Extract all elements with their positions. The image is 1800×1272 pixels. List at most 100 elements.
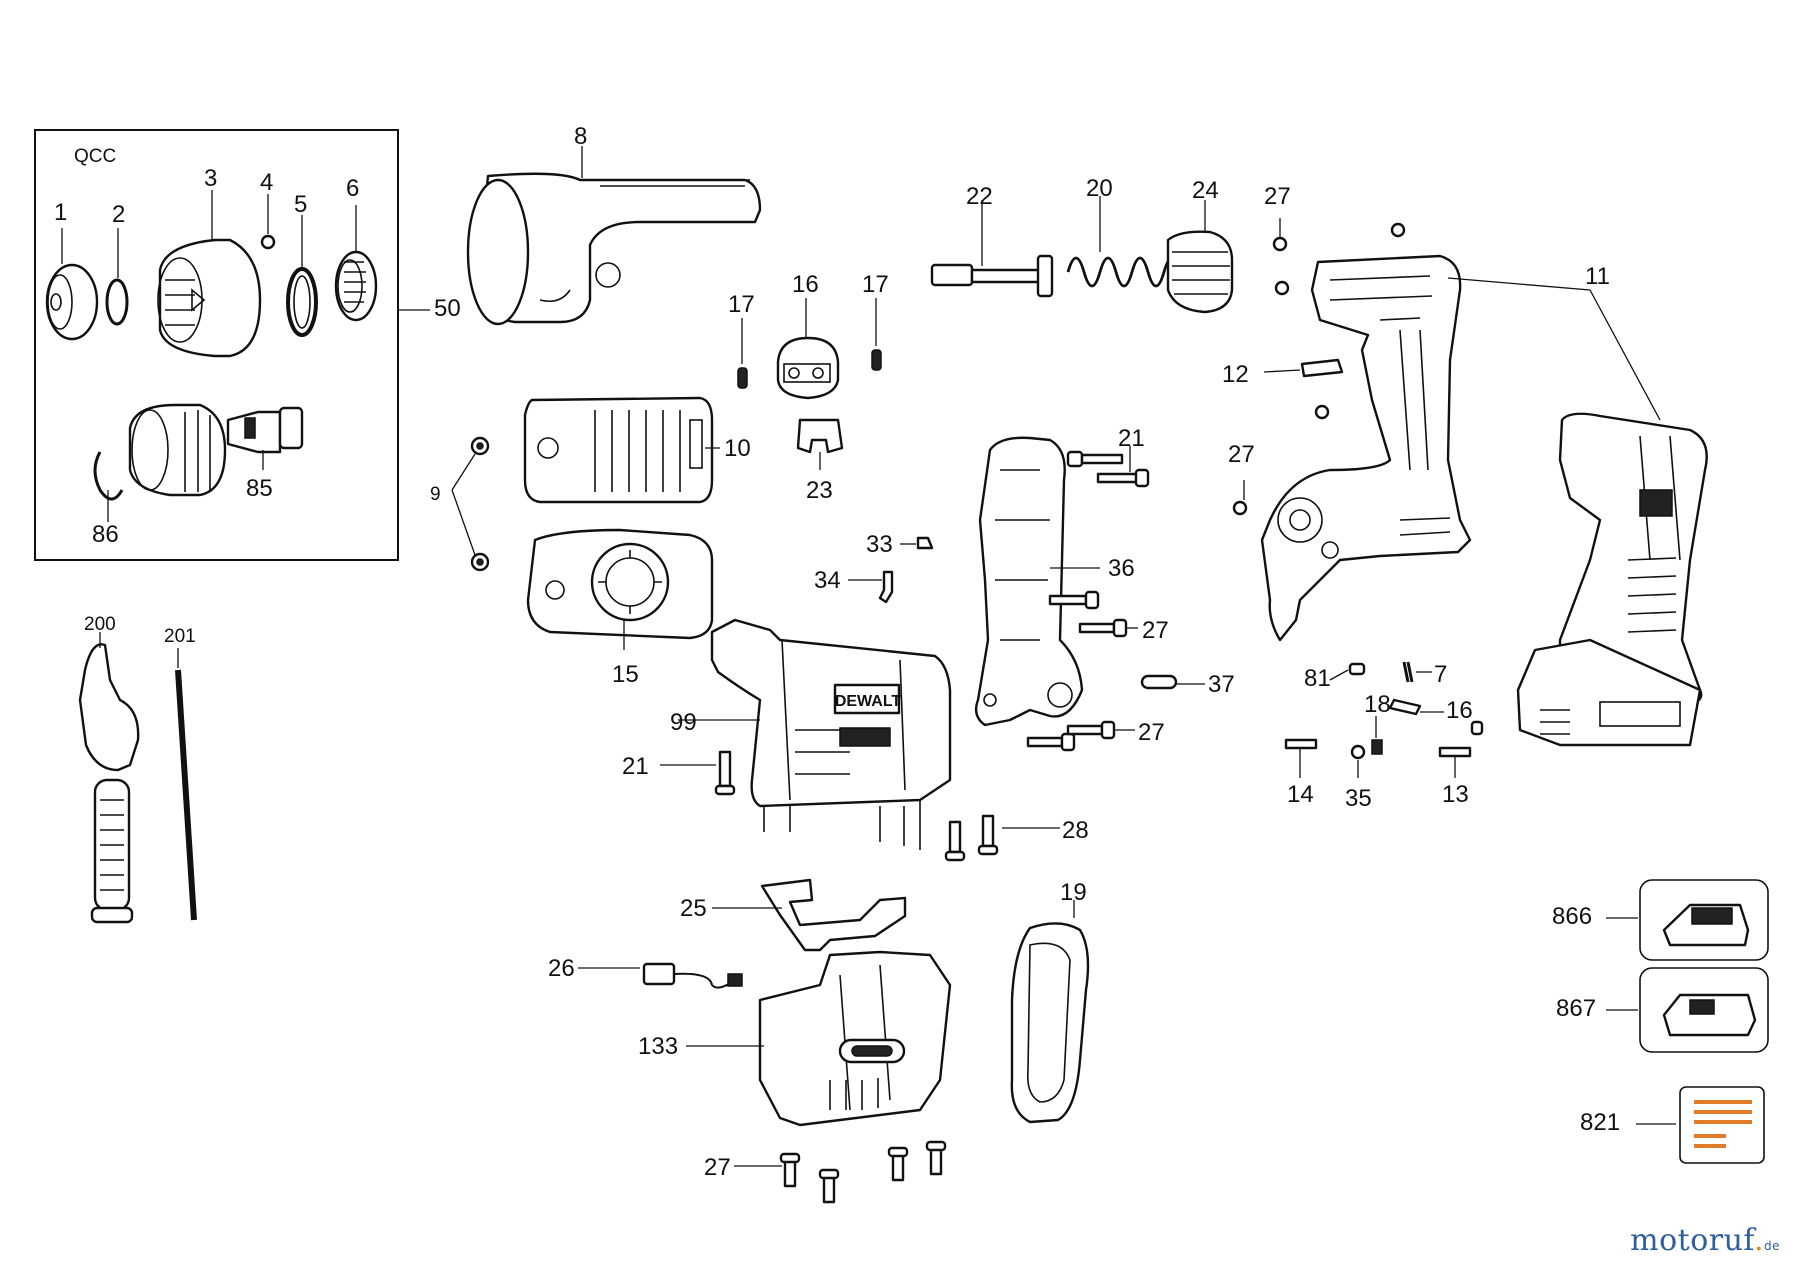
label-27-frame-lower: 27	[1138, 719, 1165, 746]
label-36: 36	[1108, 555, 1135, 582]
label-28: 28	[1062, 817, 1089, 844]
part-21-part-28-screws	[660, 750, 1060, 862]
brand-name: motoruf	[1630, 1223, 1754, 1258]
label-11: 11	[1585, 263, 1610, 290]
label-4: 4	[260, 169, 273, 196]
label-6: 6	[346, 175, 359, 202]
label-867: 867	[1556, 995, 1596, 1022]
part-11-housing-right	[1516, 289, 1708, 747]
part-27-screws-bottom	[734, 1140, 947, 1204]
label-27-bottom: 27	[704, 1154, 731, 1181]
part-15-selector	[526, 528, 714, 650]
part-821-manual	[1636, 1086, 1765, 1164]
part-22-rod	[930, 200, 1054, 298]
label-18: 18	[1364, 691, 1391, 718]
label-2: 2	[112, 201, 125, 228]
part-16-knob	[776, 298, 840, 400]
dewalt-logo: DEWALT	[835, 693, 902, 710]
part-37-pin	[1140, 674, 1205, 690]
part-1-cap	[45, 228, 99, 341]
part-4-ball	[260, 194, 276, 250]
label-16-pin: 16	[1446, 697, 1473, 724]
part-12-latch	[1263, 358, 1344, 378]
label-27-mid: 27	[1228, 441, 1255, 468]
part-867-charger	[1606, 967, 1769, 1053]
part-2-ring	[105, 228, 129, 326]
part-21-screws	[1066, 446, 1150, 488]
label-25: 25	[680, 895, 707, 922]
part-26-connector	[578, 962, 743, 989]
label-23: 23	[806, 477, 833, 504]
label-19: 19	[1060, 879, 1087, 906]
part-86-circlip	[93, 451, 124, 522]
label-35: 35	[1345, 785, 1372, 812]
label-85: 85	[246, 475, 273, 502]
label-17-right: 17	[862, 271, 889, 298]
label-99: 99	[670, 709, 697, 736]
label-200: 200	[84, 614, 116, 635]
qcc-group: QCC	[34, 129, 430, 561]
watermark-logo: motoruf.de	[1630, 1223, 1780, 1258]
label-9: 9	[430, 484, 441, 505]
brand-dot: .	[1753, 1223, 1764, 1258]
part-25-bracket	[712, 878, 907, 952]
part-chuck-body	[128, 403, 227, 497]
part-11-housing-left	[1260, 254, 1591, 642]
part-19-grip	[1010, 900, 1090, 1124]
label-13: 13	[1442, 781, 1469, 808]
label-24: 24	[1192, 177, 1219, 204]
label-21-upper: 21	[1118, 425, 1145, 452]
part-6-sleeve	[334, 205, 378, 322]
label-26: 26	[548, 955, 575, 982]
callout-labels: 1 2 3 4 5 6 7 8 9 10 11 12 13 14 15 16 1…	[54, 123, 1620, 1181]
label-821: 821	[1580, 1109, 1620, 1136]
label-81: 81	[1304, 665, 1331, 692]
label-7: 7	[1434, 661, 1447, 688]
part-20-spring	[1066, 196, 1182, 288]
part-99-motor-housing: DEWALT	[678, 618, 952, 850]
part-33-part-34-switch	[848, 536, 934, 604]
label-866: 866	[1552, 903, 1592, 930]
label-27-frame-upper: 27	[1142, 617, 1169, 644]
label-50: 50	[434, 295, 461, 322]
label-3: 3	[204, 165, 217, 192]
part-24-bellows	[1166, 200, 1234, 314]
part-3-collar	[157, 190, 262, 358]
part-27-screws-housing	[1232, 218, 1406, 516]
part-36-frame	[974, 436, 1100, 727]
label-16-knob: 16	[792, 271, 819, 298]
part-8-housing	[466, 146, 762, 326]
part-133-battery-housing	[686, 950, 952, 1127]
qcc-title: QCC	[74, 146, 116, 167]
part-17-pins	[737, 298, 882, 389]
label-37: 37	[1208, 671, 1235, 698]
part-10-cover	[523, 396, 720, 504]
label-17-left: 17	[728, 291, 755, 318]
label-133: 133	[638, 1033, 678, 1060]
part-866-battery	[1606, 879, 1769, 961]
part-23-clip	[796, 418, 844, 470]
part-5-ring	[286, 215, 318, 337]
label-8: 8	[574, 123, 587, 150]
label-27-top: 27	[1264, 183, 1291, 210]
label-86: 86	[92, 521, 119, 548]
label-34: 34	[814, 567, 841, 594]
label-12: 12	[1222, 361, 1249, 388]
label-10: 10	[724, 435, 751, 462]
part-27-screws-frame	[1026, 590, 1138, 752]
label-14: 14	[1287, 781, 1314, 808]
part-200-side-handle	[78, 632, 140, 924]
label-20: 20	[1086, 175, 1113, 202]
part-201-depth-rod	[175, 648, 197, 921]
brand-tld: de	[1764, 1239, 1780, 1253]
part-85-adapter	[226, 406, 304, 470]
label-22: 22	[966, 183, 993, 210]
label-15: 15	[612, 661, 639, 688]
label-21-lower: 21	[622, 753, 649, 780]
label-201: 201	[164, 626, 196, 647]
label-1: 1	[54, 199, 67, 226]
part-9-screws	[451, 436, 490, 572]
small-parts-lower-right	[1284, 661, 1484, 778]
label-33: 33	[866, 531, 893, 558]
